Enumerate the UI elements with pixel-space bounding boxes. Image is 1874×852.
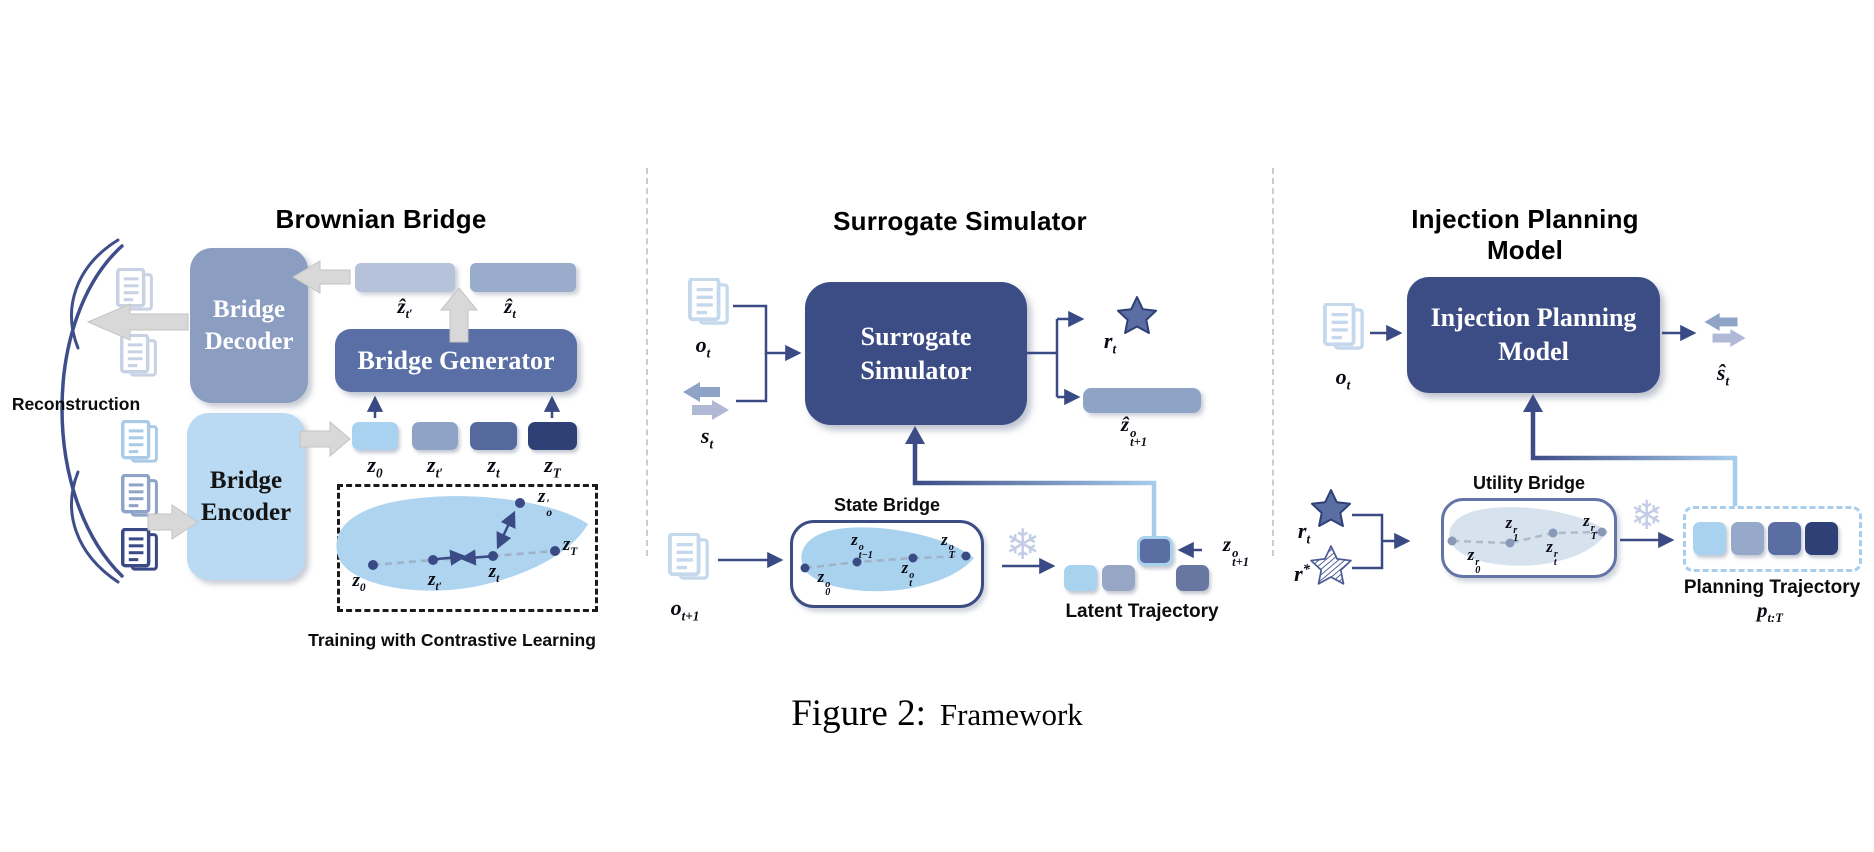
latent-trajectory-label: Latent Trajectory (1065, 601, 1219, 622)
panel-title-surrogate-simulator: Surrogate Simulator (833, 206, 1087, 236)
latent-square-z0 (352, 422, 398, 450)
label-zt: zt (487, 452, 500, 481)
trajectory-square (1064, 565, 1097, 591)
latent-square-zT (528, 422, 577, 450)
contrastive-learning-label: Training with Contrastive Learning (308, 630, 596, 650)
label-shat-t: ŝt (1716, 360, 1730, 389)
plan-square (1731, 522, 1764, 555)
document-icon (116, 268, 154, 311)
utility-bridge-label: Utility Bridge (1472, 473, 1585, 493)
caption-text: Framework (939, 697, 1083, 732)
label-ot-right: ot (1335, 364, 1351, 393)
document-icon (668, 533, 710, 580)
figure-caption: Figure 2: Framework (637, 692, 1237, 735)
label-z0: z0 (367, 452, 383, 481)
latent-bar-zhat-o-t1 (1083, 388, 1201, 413)
swap-arrows-icon (683, 382, 729, 420)
latent-square-zt (470, 422, 517, 450)
bridge-encoder-box: Bridge Encoder (187, 413, 305, 580)
label-rt-right: rt (1297, 518, 1311, 547)
plan-square (1693, 522, 1726, 555)
caption-number: Figure 2: (791, 693, 926, 734)
document-icon (121, 420, 159, 463)
bridge-label-zt: zt (488, 561, 500, 585)
label-st: st (700, 423, 714, 452)
planning-trajectory-box (1683, 506, 1862, 572)
label-ptT: pt:T (1757, 598, 1783, 626)
generator-input-arrows (366, 395, 561, 418)
trajectory-square-highlighted (1137, 536, 1173, 566)
trajectory-square (1102, 565, 1135, 591)
injection-planning-box: Injection Planning Model (1407, 277, 1660, 393)
bridge-generator-box: Bridge Generator (335, 329, 577, 392)
latent-bar-zhat-t (470, 263, 576, 292)
document-icon (121, 474, 159, 517)
label-ot: ot (695, 332, 711, 361)
document-icon (121, 528, 159, 571)
label-zT: zT (544, 452, 561, 481)
plan-square (1768, 522, 1801, 555)
label-zhat-t: ẑt (504, 294, 516, 322)
swap-arrows-icon (1704, 313, 1746, 347)
panel-title-injection-planning: Injection Planning Model (1411, 204, 1639, 265)
label-zhat-tprime: ẑt′ (397, 294, 413, 322)
bridge-label-ztprime: zt′ (428, 569, 442, 593)
surrogate-simulator-box: Surrogate Simulator (805, 282, 1027, 425)
panel-divider (1272, 168, 1274, 556)
bridge-label-z0: z0 (352, 570, 366, 594)
label-rstar: r* (1294, 561, 1310, 586)
bridge-decoder-box: Bridge Decoder (190, 248, 308, 403)
panel-divider (646, 168, 648, 556)
document-icon (688, 278, 730, 325)
document-icon (120, 334, 158, 377)
latent-square-ztprime (412, 422, 458, 450)
document-icon (1323, 303, 1365, 350)
reconstruction-label: Reconstruction (11, 394, 141, 414)
trajectory-square (1176, 565, 1209, 591)
bridge-label-zprime-o: z′o (537, 486, 553, 520)
panel-title-brownian-bridge: Brownian Bridge (275, 204, 487, 234)
state-bridge-label: State Bridge (833, 495, 941, 515)
label-ot1: ot+1 (670, 595, 700, 624)
latent-bar-zhat-tprime (355, 263, 455, 292)
snowflake-icon: ❄ (1005, 520, 1041, 569)
snowflake-icon: ❄ (1630, 493, 1664, 539)
plan-square (1805, 522, 1838, 555)
label-ztprime: zt′ (427, 452, 443, 481)
bridge-label-zT: zT (562, 534, 578, 558)
planning-trajectory-label: Planning Trajectory (1683, 577, 1861, 598)
label-rt: rt (1103, 328, 1117, 357)
